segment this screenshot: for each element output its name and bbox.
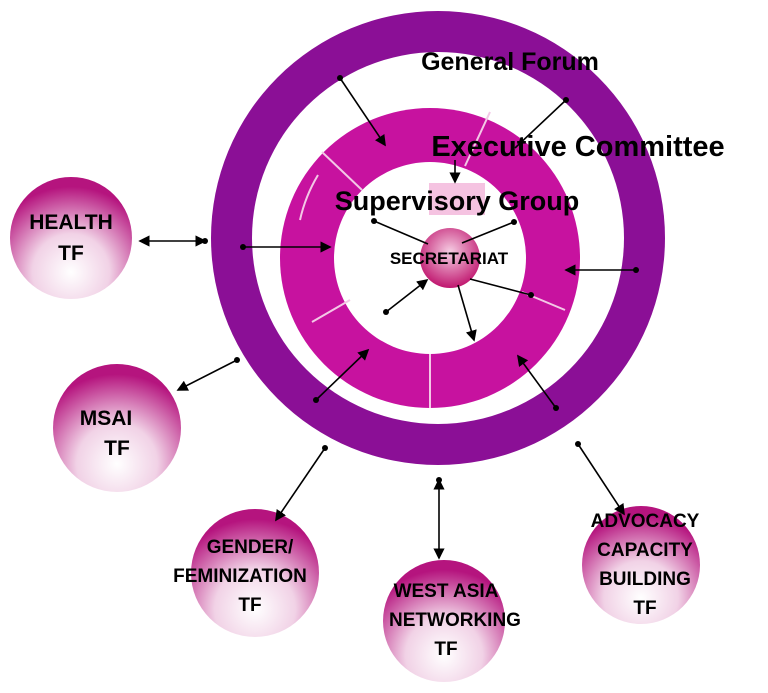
arrow-gender xyxy=(275,447,326,522)
gender-tf-line1: GENDER/ xyxy=(207,537,294,558)
msai-tf-line1: MSAI xyxy=(80,407,133,430)
spoke-southwest xyxy=(385,278,429,313)
advocacy-tf-bubble xyxy=(582,506,700,624)
health-tf-line1: HEALTH xyxy=(29,211,113,234)
msai-tf-line2: TF xyxy=(104,437,130,460)
ring-segment-dividers xyxy=(299,111,566,408)
spoke-southeast xyxy=(469,278,532,296)
advocacy-tf-line3: BUILDING xyxy=(599,569,691,590)
junction-dots xyxy=(202,75,639,483)
gender-tf-line3: TF xyxy=(238,595,261,616)
health-tf-bubble xyxy=(10,177,132,299)
gender-tf-line2: FEMINIZATION xyxy=(173,566,307,587)
executive-committee-label: Executive Committee xyxy=(431,131,724,163)
secretariat-label: SECRETARIAT xyxy=(390,249,509,268)
advocacy-tf-label: ADVOCACY CAPACITY BUILDING TF xyxy=(591,511,700,619)
west-asia-tf-line2: NETWORKING xyxy=(389,610,521,631)
msai-tf-label: MSAI TF xyxy=(80,407,133,460)
arrow-forum-to-committee-right xyxy=(514,99,567,149)
arrow-advocacy xyxy=(577,443,625,516)
spoke-northeast xyxy=(461,221,515,244)
task-force-bubbles xyxy=(10,177,700,682)
gender-tf-bubble xyxy=(191,509,319,637)
spoke-south xyxy=(457,284,477,342)
health-tf-label: HEALTH TF xyxy=(29,211,113,265)
advocacy-tf-line4: TF xyxy=(633,598,656,619)
west-asia-tf-line3: TF xyxy=(434,639,457,660)
arrow-msai xyxy=(176,359,238,391)
spoke-northwest xyxy=(373,220,429,245)
west-asia-tf-bubble xyxy=(383,560,505,682)
arrow-forum-to-committee-southeast xyxy=(517,354,557,409)
advocacy-tf-line1: ADVOCACY xyxy=(591,511,700,532)
west-asia-tf-line1: WEST ASIA xyxy=(394,581,499,602)
supervisory-group-highlight xyxy=(429,183,485,215)
arrow-forum-to-committee-left xyxy=(339,77,386,147)
supervisory-group-label: Supervisory Group xyxy=(335,186,580,216)
health-tf-line2: TF xyxy=(58,242,84,265)
gender-tf-label: GENDER/ FEMINIZATION TF xyxy=(173,537,307,616)
general-forum-label: General Forum xyxy=(421,48,599,76)
arrow-forum-to-committee-southwest xyxy=(315,348,370,401)
msai-tf-bubble xyxy=(53,364,181,492)
secretariat-bubble xyxy=(420,228,480,288)
advocacy-tf-line2: CAPACITY xyxy=(597,540,693,561)
connector-arrows xyxy=(138,77,636,560)
west-asia-tf-label: WEST ASIA NETWORKING TF xyxy=(389,581,521,660)
